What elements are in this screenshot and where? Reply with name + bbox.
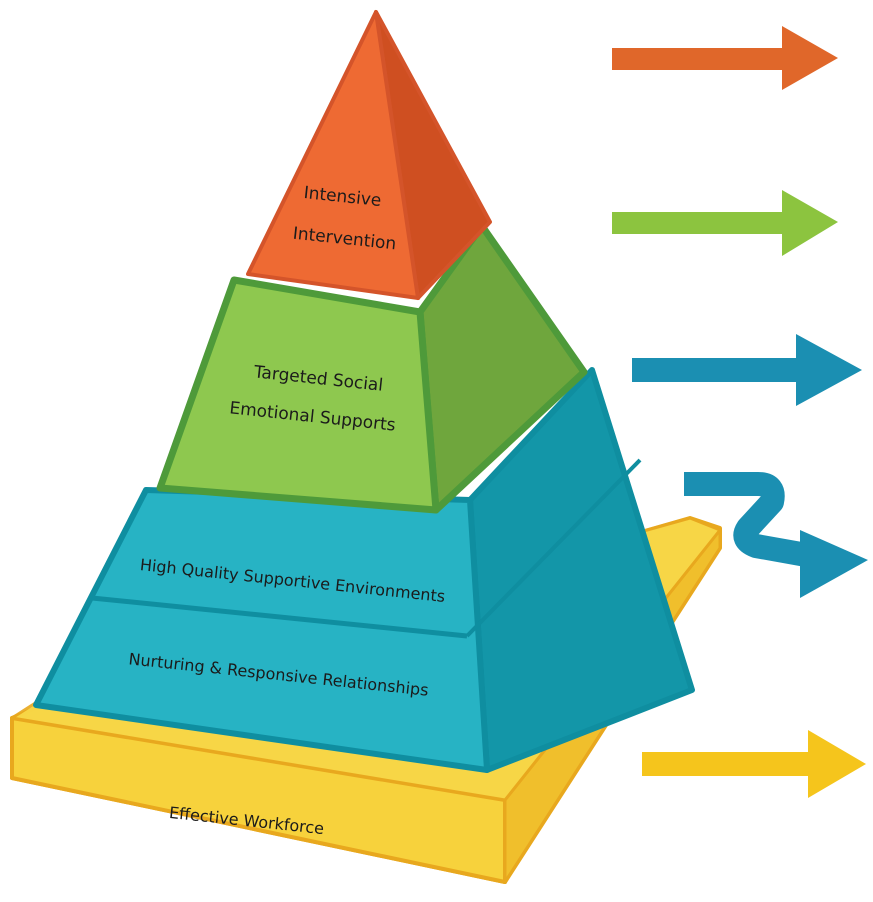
tier-orange bbox=[246, 10, 492, 300]
tier-green bbox=[156, 222, 588, 514]
arrow-blue-zigzag bbox=[684, 472, 868, 598]
arrow-orange bbox=[612, 26, 838, 90]
arrow-green bbox=[612, 190, 838, 256]
arrow-yellow bbox=[642, 730, 866, 798]
arrow-blue bbox=[632, 334, 862, 406]
tier-teal bbox=[33, 367, 695, 773]
